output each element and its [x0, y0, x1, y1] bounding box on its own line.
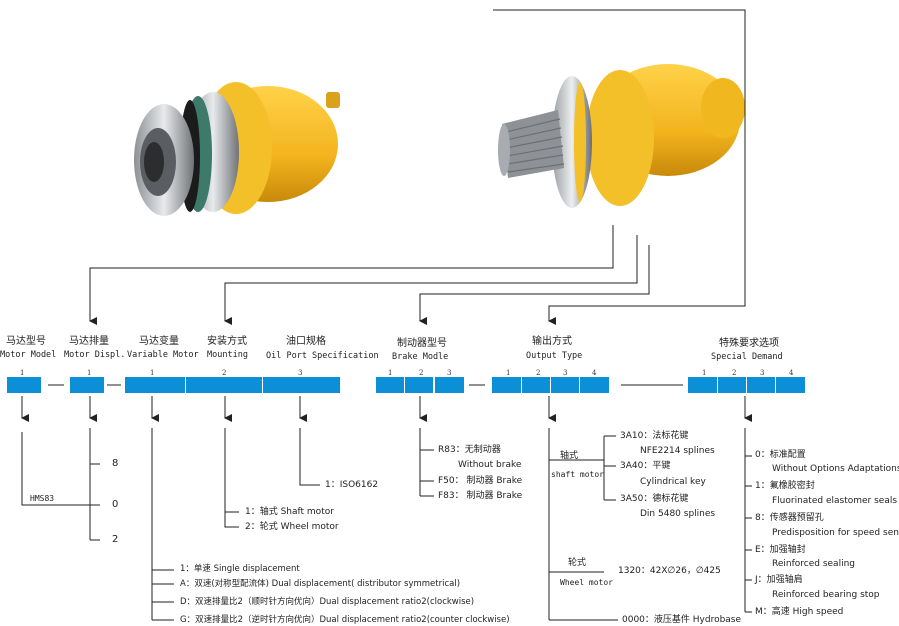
slot-number-special-3: 3 — [760, 369, 765, 377]
model-value: HMS83 — [30, 494, 55, 503]
displacement-value-3: 2 — [112, 534, 119, 545]
output-option-3a50-cn: 3A50：德标花键 — [620, 494, 689, 504]
header-motor-displ-cn: 马达排量 — [69, 336, 109, 347]
slot-number-mounting: 2 — [222, 369, 227, 377]
code-box-special-2 — [718, 377, 746, 393]
variable-option-d: D：双速排量比2（顺时针方向优向）Dual displacement ratio… — [180, 597, 475, 607]
code-box-model — [7, 377, 41, 393]
output-wheel-label-cn: 轮式 — [568, 558, 587, 568]
special-option-8-cn: 8：传感器预留孔 — [755, 513, 824, 523]
header-special-en: Special Demand — [711, 352, 783, 362]
code-box-special-1 — [688, 377, 717, 393]
slot-number-model: 1 — [20, 369, 25, 377]
header-output-cn: 输出方式 — [532, 336, 572, 347]
header-mounting-cn: 安装方式 — [207, 336, 247, 347]
output-shaft-label-en: shaft motor — [551, 470, 604, 479]
displacement-value-1: 8 — [112, 458, 119, 469]
mounting-option-wheel: 2：轮式 Wheel motor — [245, 522, 339, 532]
output-option-1320: 1320：42X∅26，∅425 — [618, 566, 721, 576]
slot-number-special-4: 4 — [789, 369, 794, 377]
header-special-cn: 特殊要求选项 — [719, 338, 779, 349]
output-option-3a40-en: Cylindrical key — [640, 477, 706, 487]
port-option: 1：ISO6162 — [325, 480, 379, 490]
brake-option-f83: F83： 制动器 Brake — [438, 491, 523, 501]
header-mounting-en: Mounting — [207, 350, 248, 360]
header-brake-cn: 制动器型号 — [397, 338, 447, 349]
header-oil-port-cn: 油口规格 — [286, 336, 326, 347]
code-box-brake-3 — [435, 377, 464, 393]
feed-line-brake — [419, 245, 650, 325]
code-box-special-3 — [747, 377, 775, 393]
special-option-j-cn: J：加强轴肩 — [755, 575, 803, 585]
code-box-brake-1 — [376, 377, 404, 393]
output-option-3a40-cn: 3A40：平键 — [620, 461, 671, 471]
slot-number-brake-3: 3 — [447, 369, 452, 377]
code-box-port — [263, 377, 340, 393]
motor-photo-left — [134, 82, 340, 216]
slot-number-brake-1: 1 — [388, 369, 393, 377]
output-wheel-label-en: Wheel motor — [560, 578, 613, 587]
header-variable-motor-cn: 马达变量 — [139, 336, 179, 347]
code-box-output-1 — [492, 377, 521, 393]
output-option-3a10-cn: 3A10：法标花键 — [620, 431, 689, 441]
header-motor-model-en: Motor Model — [0, 350, 57, 360]
special-option-e-en: Reinforced sealing — [772, 559, 855, 569]
header-oil-port-en: Oil Port Specification — [266, 351, 379, 361]
brake-option-r83: R83：无制动器 — [438, 445, 501, 455]
feed-line-displ — [89, 225, 614, 325]
brake-option-f50: F50： 制动器 Brake — [438, 476, 523, 486]
header-brake-en: Brake Modle — [392, 352, 449, 362]
code-box-output-2 — [522, 377, 550, 393]
slot-number-special-2: 2 — [732, 369, 737, 377]
output-option-3a10-en: NFE2214 splines — [640, 446, 715, 456]
motor-photo-right — [498, 64, 745, 208]
displacement-value-2: 0 — [112, 499, 119, 510]
special-option-1-cn: 1：氟橡胶密封 — [755, 481, 815, 491]
header-variable-motor-en: Variable Motor — [127, 350, 199, 360]
variable-option-1: 1：单速 Single displacement — [180, 564, 300, 574]
special-option-0-en: Without Options Adaptations — [772, 464, 899, 474]
slot-number-output-3: 3 — [563, 369, 568, 377]
output-option-hydrobase: 0000：液压基件 Hydrobase — [622, 615, 742, 625]
slot-number-output-1: 1 — [506, 369, 511, 377]
slot-number-displ: 1 — [87, 369, 92, 377]
brake-option-r83-en: Without brake — [458, 460, 522, 470]
special-option-1-en: Fluorinated elastomer seals — [772, 496, 898, 506]
output-option-3a50-en: Din 5480 splines — [640, 509, 716, 519]
feed-line-output — [493, 9, 746, 325]
slot-number-brake-2: 2 — [419, 369, 424, 377]
header-motor-model-cn: 马达型号 — [6, 336, 46, 347]
output-shaft-label-cn: 轴式 — [560, 451, 579, 461]
slot-number-variable: 1 — [150, 369, 155, 377]
special-option-e-cn: E：加强轴封 — [755, 545, 806, 555]
special-option-8-en: Predisposition for speed sensor — [772, 528, 899, 538]
feed-line-mounting — [224, 235, 638, 325]
slot-number-output-2: 2 — [536, 369, 541, 377]
special-option-j-en: Reinforced bearing stop — [772, 590, 880, 600]
slot-number-special-1: 1 — [702, 369, 707, 377]
code-box-mounting — [186, 377, 262, 393]
slot-number-output-4: 4 — [592, 369, 597, 377]
code-box-output-4 — [580, 377, 609, 393]
mounting-option-shaft: 1：轴式 Shaft motor — [245, 507, 334, 517]
header-motor-displ-en: Motor Displ. — [64, 350, 126, 360]
code-box-variable — [125, 377, 185, 393]
slot-number-port: 3 — [298, 369, 303, 377]
header-output-en: Output Type — [526, 351, 583, 361]
special-option-0-cn: 0：标准配置 — [755, 450, 806, 460]
code-box-output-3 — [551, 377, 579, 393]
variable-option-g: G：双速排量比2（逆时针方向优向）Dual displacement ratio… — [180, 615, 510, 625]
special-option-m: M：高速 High speed — [755, 607, 844, 617]
code-box-special-4 — [776, 377, 805, 393]
code-box-brake-2 — [405, 377, 433, 393]
variable-option-a: A：双速(对称型配流体) Dual displacement( distribu… — [180, 579, 461, 589]
code-box-displ — [70, 377, 104, 393]
